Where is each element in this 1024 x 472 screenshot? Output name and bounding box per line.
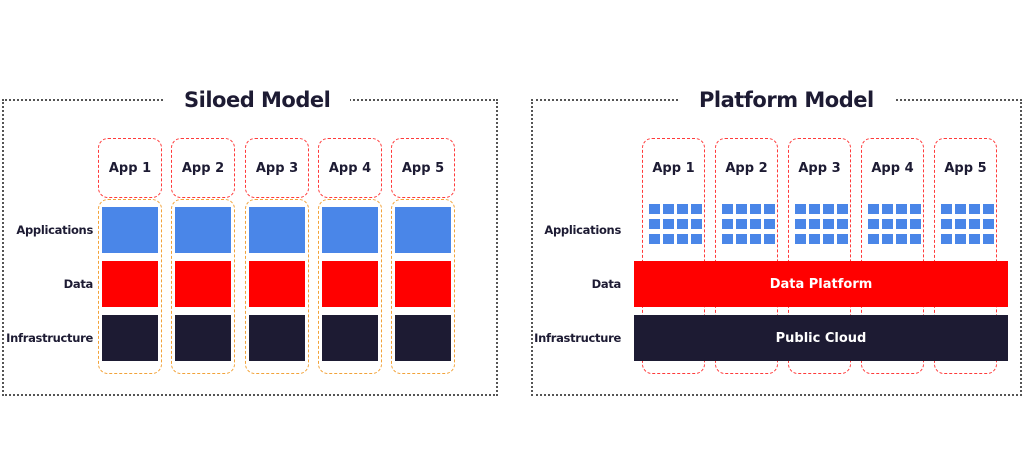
- siloed-row-label-data: Data: [63, 277, 94, 291]
- platform-app-5-services-grid: [941, 204, 995, 246]
- platform-model-title: Platform Model: [679, 85, 894, 115]
- siloed-app-2-data-block: [175, 261, 231, 307]
- platform-row-label-infrastructure: Infrastructure: [534, 331, 621, 345]
- data-platform-label: Data Platform: [769, 276, 873, 292]
- siloed-app-2-infrastructure-block: [175, 315, 231, 361]
- platform-row-label-applications: Applications: [544, 223, 621, 237]
- siloed-app-1-stack: [98, 199, 162, 374]
- siloed-row-label-applications: Applications: [16, 223, 93, 237]
- siloed-app-5-header: [391, 138, 455, 198]
- siloed-row-label-infrastructure: Infrastructure: [6, 331, 93, 345]
- platform-app-1-label: App 1: [652, 161, 695, 176]
- public-cloud-bar: Public Cloud: [634, 315, 1008, 361]
- platform-app-1-column: [642, 138, 705, 374]
- siloed-app-4-infrastructure-block: [322, 315, 378, 361]
- siloed-app-3-stack: [245, 199, 309, 374]
- siloed-app-2-application-block: [175, 207, 231, 253]
- siloed-app-2-stack: [171, 199, 235, 374]
- siloed-model-title: Siloed Model: [164, 85, 351, 115]
- platform-app-4-label: App 4: [871, 161, 914, 176]
- siloed-app-4-data-block: [322, 261, 378, 307]
- platform-app-3-label: App 3: [798, 161, 841, 176]
- platform-model-frame: Platform Model: [531, 85, 1022, 396]
- siloed-app-1-data-block: [102, 261, 158, 307]
- siloed-app-1-label: App 1: [108, 161, 152, 176]
- platform-app-2-column: [715, 138, 778, 374]
- siloed-app-3-label: App 3: [255, 161, 299, 176]
- platform-app-4-column: [861, 138, 924, 374]
- siloed-app-4-application-block: [322, 207, 378, 253]
- siloed-app-1-infrastructure-block: [102, 315, 158, 361]
- platform-app-5-column: [934, 138, 997, 374]
- platform-row-label-data: Data: [591, 277, 622, 291]
- platform-app-4-services-grid: [868, 204, 922, 246]
- siloed-app-5-data-block: [395, 261, 451, 307]
- siloed-app-4-header: [318, 138, 382, 198]
- siloed-app-5-label: App 5: [401, 161, 445, 176]
- siloed-app-5-infrastructure-block: [395, 315, 451, 361]
- siloed-app-3-application-block: [249, 207, 305, 253]
- siloed-app-4-stack: [318, 199, 382, 374]
- platform-app-1-services-grid: [649, 204, 703, 246]
- siloed-app-3-data-block: [249, 261, 305, 307]
- data-platform-bar: Data Platform: [634, 261, 1008, 307]
- platform-app-3-services-grid: [795, 204, 849, 246]
- siloed-app-1-header: [98, 138, 162, 198]
- public-cloud-label: Public Cloud: [775, 330, 867, 346]
- platform-app-2-services-grid: [722, 204, 776, 246]
- platform-app-3-column: [788, 138, 851, 374]
- siloed-app-1-application-block: [102, 207, 158, 253]
- siloed-app-2-label: App 2: [181, 161, 225, 176]
- siloed-app-4-label: App 4: [328, 161, 372, 176]
- siloed-app-3-infrastructure-block: [249, 315, 305, 361]
- siloed-app-3-header: [245, 138, 309, 198]
- siloed-app-5-stack: [391, 199, 455, 374]
- siloed-app-2-header: [171, 138, 235, 198]
- platform-app-5-label: App 5: [944, 161, 987, 176]
- platform-app-2-label: App 2: [725, 161, 768, 176]
- siloed-model-frame: Siloed Model: [2, 85, 498, 396]
- siloed-app-5-application-block: [395, 207, 451, 253]
